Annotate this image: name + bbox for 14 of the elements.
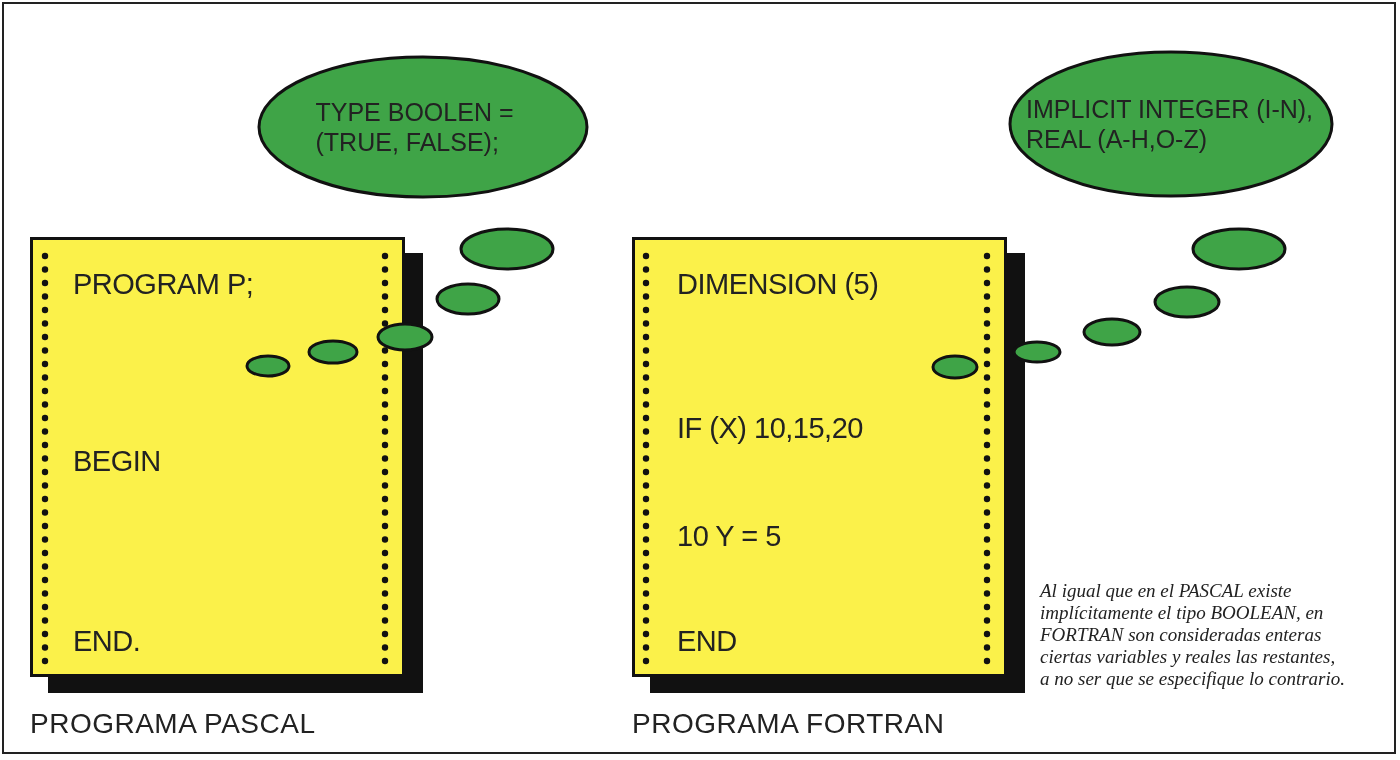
code-line: END: [677, 625, 737, 658]
code-line: END.: [73, 625, 141, 658]
note-text: Al igual que en el PASCAL existe implícitamente el tipo BOOLEAN, en FORTRAN son consideradas enteras ciertas variables y reales las restantes, a no ser que se especifique lo contrario.: [1040, 580, 1345, 691]
thought-bubble: [1008, 50, 1334, 198]
code-line: 10 Y = 5: [677, 520, 781, 553]
code-line: BEGIN: [73, 445, 161, 478]
code-line: DIMENSION (5): [677, 268, 879, 301]
thought-bubble: [257, 55, 589, 199]
code-line: IF (X) 10,15,20: [677, 412, 863, 445]
sheet-caption: PROGRAMA PASCAL: [30, 709, 316, 740]
code-text: IMPLICIT INTEGER (I-N), REAL (A-H,O-Z): [1026, 94, 1315, 154]
code-line: PROGRAM P;: [73, 268, 254, 301]
code-text: TYPE BOOLEN = (TRUE, FALSE);: [315, 97, 515, 157]
sheet-caption: PROGRAMA FORTRAN: [632, 709, 945, 740]
